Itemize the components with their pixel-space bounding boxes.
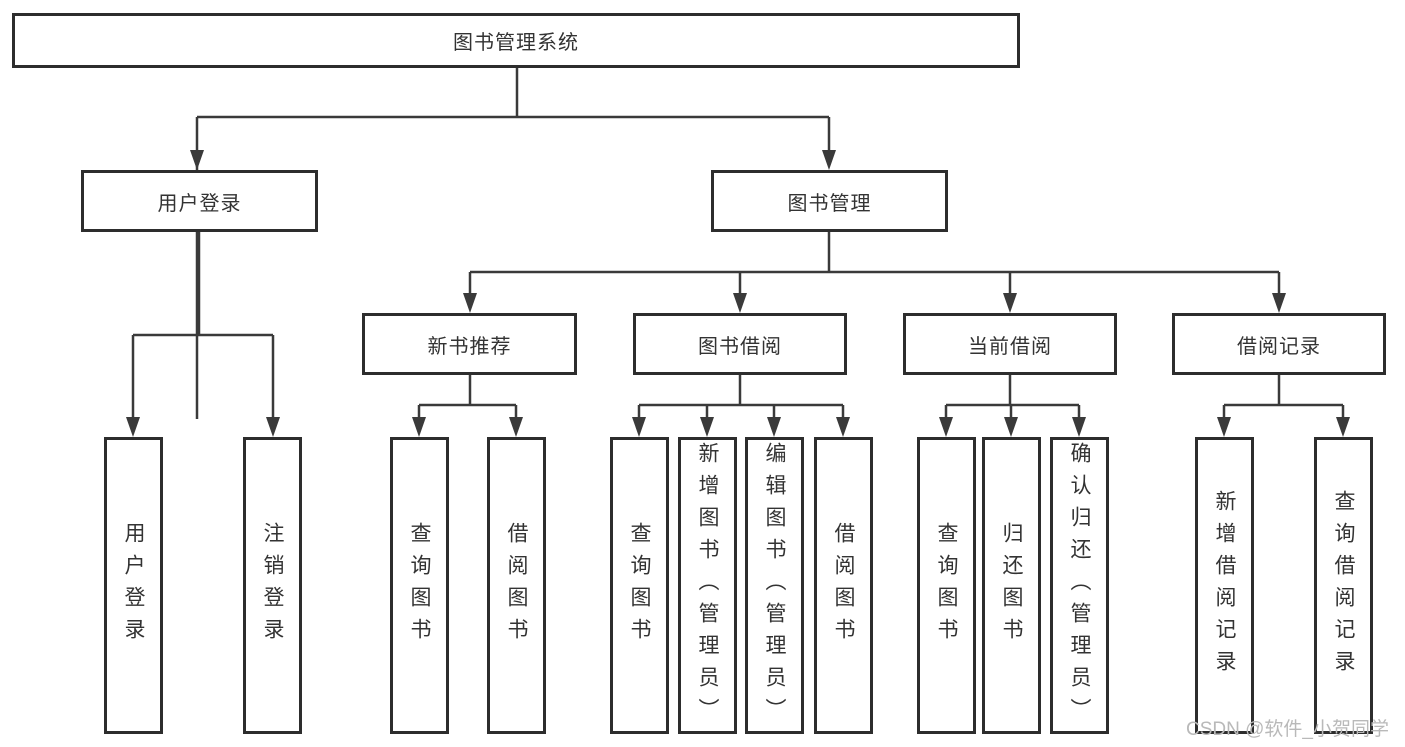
node-user-login: 用户登录 <box>81 170 318 232</box>
node-borrowing-records: 借阅记录 <box>1172 313 1386 375</box>
leaf-borrow-books-borrowing-label: 借阅图书 <box>832 521 855 650</box>
node-book-borrowing: 图书借阅 <box>633 313 847 375</box>
leaf-edit-books-admin-label: 编辑图书（管理员） <box>763 441 786 730</box>
leaf-confirm-return-admin: 确认归还（管理员） <box>1050 437 1109 734</box>
leaf-add-borrow-record: 新增借阅记录 <box>1195 437 1254 734</box>
leaf-query-books-current-label: 查询图书 <box>935 521 958 650</box>
node-user-login-label: 用户登录 <box>157 192 242 215</box>
leaf-borrow-books-recommend: 借阅图书 <box>487 437 546 734</box>
leaf-borrow-books-recommend-label: 借阅图书 <box>505 521 528 650</box>
leaf-query-borrow-record: 查询借阅记录 <box>1314 437 1373 734</box>
node-new-book-recommend-label: 新书推荐 <box>427 335 512 358</box>
leaf-return-books: 归还图书 <box>982 437 1041 734</box>
leaf-add-books-admin: 新增图书（管理员） <box>678 437 737 734</box>
leaf-confirm-return-admin-label: 确认归还（管理员） <box>1068 441 1091 730</box>
leaf-query-books-recommend-label: 查询图书 <box>408 521 431 650</box>
node-current-borrowing: 当前借阅 <box>903 313 1117 375</box>
arrowheads <box>126 150 1350 437</box>
node-book-management-label: 图书管理 <box>787 192 872 215</box>
node-root-system: 图书管理系统 <box>12 13 1020 68</box>
leaf-query-books-borrowing: 查询图书 <box>610 437 669 734</box>
leaf-logout: 注销登录 <box>243 437 302 734</box>
node-book-borrowing-label: 图书借阅 <box>698 335 782 358</box>
leaf-add-books-admin-label: 新增图书（管理员） <box>696 441 719 730</box>
node-new-book-recommend: 新书推荐 <box>362 313 577 375</box>
leaf-query-borrow-record-label: 查询借阅记录 <box>1332 489 1355 682</box>
node-book-management: 图书管理 <box>711 170 948 232</box>
leaf-user-login-label: 用户登录 <box>122 521 145 650</box>
leaf-query-books-borrowing-label: 查询图书 <box>628 521 651 650</box>
leaf-add-borrow-record-label: 新增借阅记录 <box>1213 489 1236 682</box>
leaf-edit-books-admin: 编辑图书（管理员） <box>745 437 804 734</box>
node-borrowing-records-label: 借阅记录 <box>1237 335 1321 358</box>
csdn-watermark: CSDN @软件_小贺同学 <box>1186 719 1389 740</box>
node-root-label: 图书管理系统 <box>453 32 579 54</box>
leaf-query-books-recommend: 查询图书 <box>390 437 449 734</box>
leaf-borrow-books-borrowing: 借阅图书 <box>814 437 873 734</box>
connector-paths <box>131 68 1345 421</box>
leaf-user-login: 用户登录 <box>104 437 163 734</box>
leaf-query-books-current: 查询图书 <box>917 437 976 734</box>
leaf-logout-label: 注销登录 <box>261 521 284 650</box>
leaf-return-books-label: 归还图书 <box>1000 521 1023 650</box>
node-current-borrowing-label: 当前借阅 <box>968 335 1052 358</box>
